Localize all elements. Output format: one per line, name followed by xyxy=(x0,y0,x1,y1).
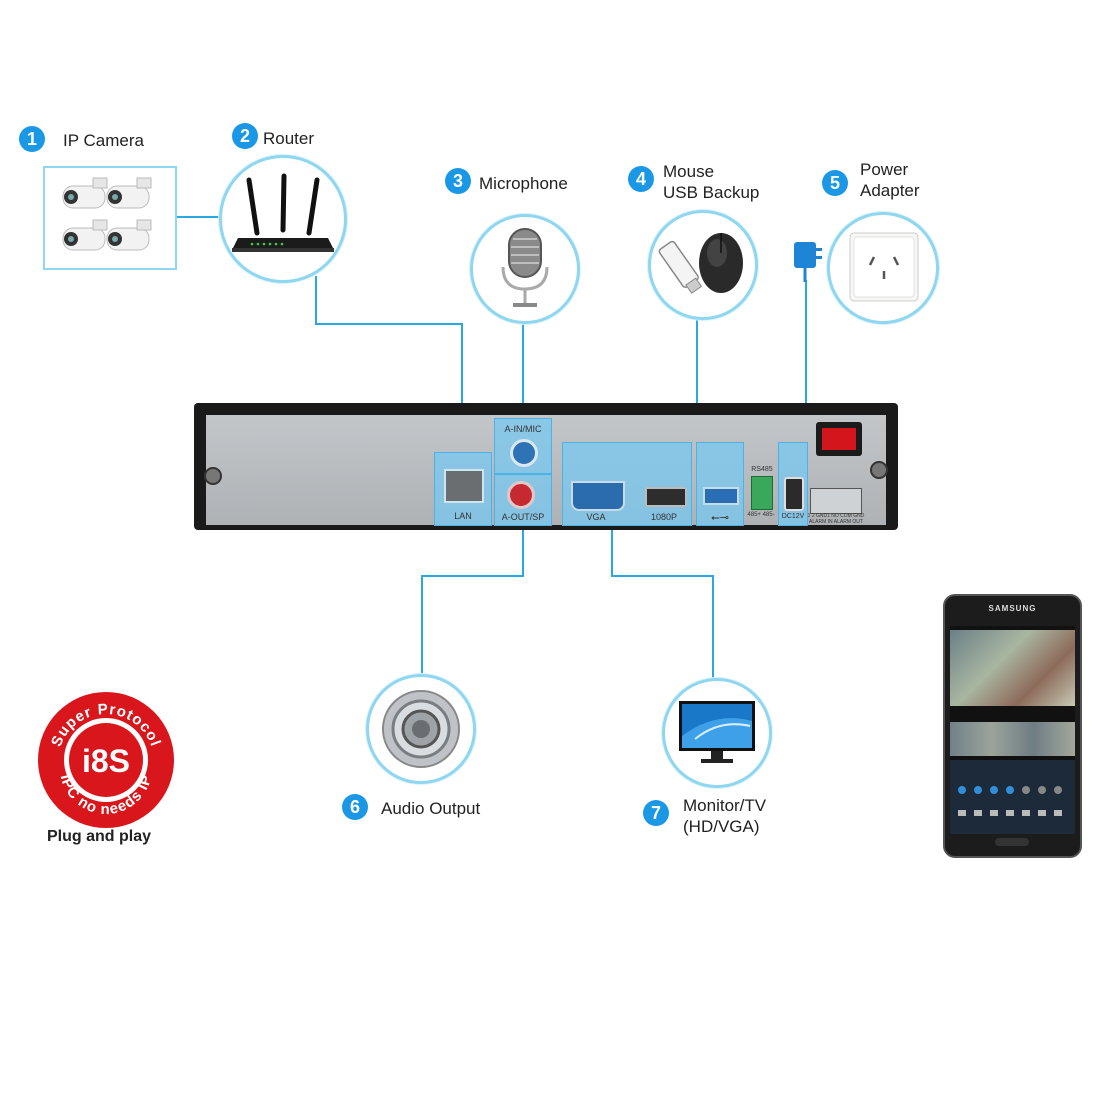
usb-backup-label: USB Backup xyxy=(663,183,760,202)
step-number-6: 6 xyxy=(342,794,368,820)
ip-camera-label: IP Camera xyxy=(63,131,144,150)
badge-center-text: i8S xyxy=(82,743,130,779)
audio-in-jack-icon xyxy=(510,439,538,467)
screw-right xyxy=(870,461,888,479)
monitor-icon xyxy=(679,701,755,763)
screw-left xyxy=(204,467,222,485)
dc-jack-icon xyxy=(784,477,804,511)
phone-brand: SAMSUNG xyxy=(988,604,1037,613)
lan-port-label: LAN xyxy=(454,511,472,521)
usb-port[interactable]: ⭠⊸ xyxy=(696,442,744,526)
power-switch-rocker xyxy=(822,428,856,450)
audio-out-jack-icon xyxy=(507,481,535,509)
vga-label: VGA xyxy=(586,512,606,522)
control-icons xyxy=(958,786,1062,816)
home-button[interactable] xyxy=(995,838,1029,846)
lan-port[interactable]: LAN xyxy=(434,452,492,526)
camera-feed-main xyxy=(950,630,1075,706)
step-number-1: 1 xyxy=(19,126,45,152)
usb-symbol-icon: ⭠⊸ xyxy=(710,512,730,524)
step-number-7: 7 xyxy=(643,800,669,826)
step-number-2: 2 xyxy=(232,123,258,149)
router-label: Router xyxy=(263,129,315,148)
router-icon xyxy=(232,173,334,252)
dc-label: DC12V xyxy=(781,513,805,520)
audio-in-label: A-IN/MIC xyxy=(504,424,542,434)
ip-camera-image xyxy=(43,166,177,270)
router-circle xyxy=(219,155,347,283)
camera-icon xyxy=(62,177,152,251)
adapter-label: Adapter xyxy=(860,181,920,200)
vga-port-icon[interactable] xyxy=(571,481,625,511)
power-switch[interactable] xyxy=(816,422,862,456)
step-number-3: 3 xyxy=(445,168,471,194)
alarm-label: ALARM IN ALARM OUT xyxy=(809,519,863,525)
audio-out-line xyxy=(421,526,524,680)
hdmi-port-icon[interactable] xyxy=(645,487,687,507)
usb-port-icon xyxy=(703,487,739,505)
hdmi-label: 1080P xyxy=(650,512,678,522)
microphone-icon xyxy=(501,228,549,307)
rs485-pins-label: 485+ 485- xyxy=(747,512,775,518)
monitor-label: Monitor/TV xyxy=(683,796,767,815)
router-lan-line xyxy=(315,276,463,452)
smartphone: SAMSUNG xyxy=(943,594,1082,858)
mouse-usb-icon xyxy=(658,233,743,294)
video-ports: VGA 1080P xyxy=(562,442,692,526)
power-label: Power xyxy=(860,160,909,179)
rs485-label: RS485 xyxy=(751,466,773,473)
mouse-usb-circle xyxy=(648,210,758,320)
audio-output-circle xyxy=(366,674,476,784)
app-controls xyxy=(950,760,1075,834)
alarm-terminal xyxy=(810,488,862,514)
mouse-label: Mouse xyxy=(663,162,715,181)
audio-out-port[interactable]: A-OUT/SP xyxy=(494,474,552,526)
hd-vga-label: (HD/VGA) xyxy=(683,817,760,836)
power-outlet-circle xyxy=(827,212,939,324)
phone-screen xyxy=(950,626,1075,834)
outlet-icon xyxy=(849,232,919,302)
step-number-5: 5 xyxy=(822,170,848,196)
audio-in-port[interactable]: A-IN/MIC xyxy=(494,418,552,474)
vga-monitor-line xyxy=(611,526,714,680)
rs485-terminal xyxy=(751,476,773,510)
microphone-circle xyxy=(470,214,580,324)
plug-and-play-caption: Plug and play xyxy=(47,828,152,845)
dc-power-port[interactable]: DC12V xyxy=(778,442,808,526)
ethernet-icon xyxy=(444,469,484,503)
alarm-pins-label: 1 2 GND1 NO COM GND xyxy=(807,513,865,519)
monitor-circle xyxy=(662,678,772,788)
audio-out-label: A-OUT/SP xyxy=(501,512,545,522)
speaker-icon xyxy=(382,690,460,768)
super-protocol-badge: Super Protocol IPC no needs IP i8S xyxy=(36,690,176,830)
camera-feed-grid xyxy=(950,722,1075,756)
badge-seal-icon: Super Protocol IPC no needs IP i8S xyxy=(38,692,174,828)
microphone-label: Microphone xyxy=(479,174,568,193)
audio-output-label: Audio Output xyxy=(381,799,481,818)
step-number-4: 4 xyxy=(628,166,654,192)
power-plug-icon xyxy=(794,242,822,282)
